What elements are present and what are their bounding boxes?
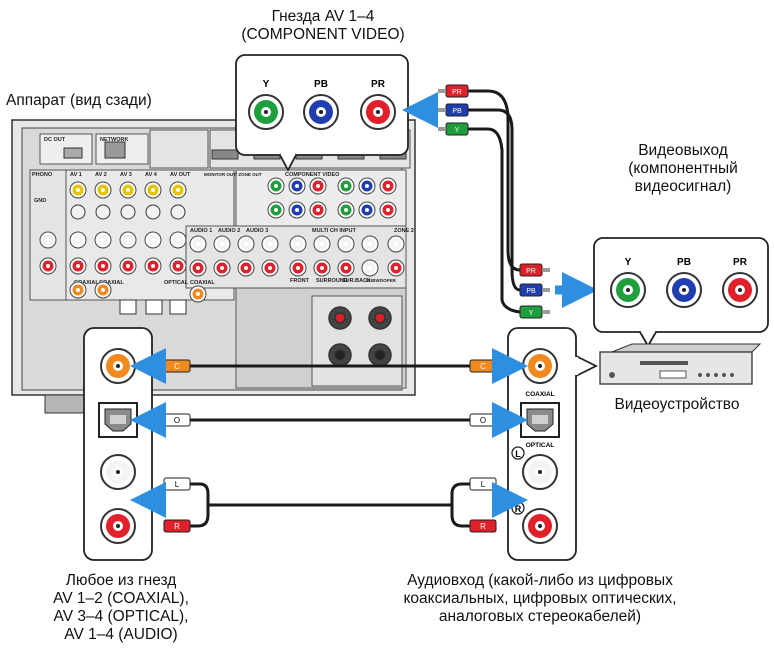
plug-label-o-right: O	[480, 416, 486, 425]
device-coaxial-label: COAXIAL	[525, 391, 554, 398]
plug-label-l-left: L	[175, 480, 180, 489]
panel-label-audio3: AUDIO 3	[246, 228, 268, 234]
caption-unit-audio-line2: AV 1–2 (COAXIAL),	[53, 590, 189, 607]
caption-unit-audio-line4: AV 1–4 (AUDIO)	[64, 626, 178, 643]
component-cable	[468, 89, 521, 314]
panel-label-subwoofer: SUBWOOFER	[366, 278, 396, 283]
device-optical-jack-icon	[520, 402, 560, 438]
panel-label-gnd: GND	[34, 198, 46, 204]
unit-audio-jack-panel	[83, 327, 153, 561]
device-left-label: L	[515, 449, 521, 459]
caption-video-out-line2: (компонентный	[628, 160, 738, 177]
plug-label-c-left: C	[174, 362, 180, 371]
panel-label-multi-ch: MULTI CH INPUT	[312, 228, 357, 234]
caption-video-out: Видеовыход (компонентный видеосигнал)	[598, 142, 768, 196]
optical-cable: O O	[163, 413, 497, 427]
device-audio-jack-panel: COAXIAL OPTICAL L R	[507, 327, 599, 561]
caption-component-jacks: Гнезда AV 1–4 (COMPONENT VIDEO)	[228, 8, 418, 44]
panel-label-av4: AV 4	[145, 172, 158, 178]
panel-label-zone2: ZONE 2	[394, 228, 414, 234]
panel-label-coaxial-1: COAXIAL	[74, 280, 99, 286]
out-y-jack-icon	[610, 272, 646, 308]
plug-label-r-right: R	[480, 522, 486, 531]
panel-label-av-out: AV OUT	[170, 172, 191, 178]
y-jack-icon	[248, 94, 284, 130]
caption-component-jacks-line2: (COMPONENT VIDEO)	[241, 26, 405, 43]
plug-label-pr-device: PR	[526, 268, 536, 275]
panel-label-audio1: AUDIO 1	[190, 228, 212, 234]
unit-optical-jack-icon	[98, 402, 138, 438]
video-out-jack-panel: Y PB PR	[593, 237, 769, 348]
plug-label-pr-top: PR	[452, 89, 462, 96]
plug-label-r-left: R	[174, 522, 180, 531]
caption-audio-in-line1: Аудиовход (какой-либо из цифровых	[407, 572, 673, 589]
out-pr-jack-icon	[722, 272, 758, 308]
out-label-pr: PR	[733, 257, 748, 268]
panel-label-phono: PHONO	[32, 172, 53, 178]
component-plugs-top: PR PB Y	[438, 84, 469, 136]
panel-label-network: NETWORK	[100, 137, 128, 143]
caption-video-device: Видеоустройство	[614, 396, 740, 413]
panel-label-coaxial-3: COAXIAL	[190, 280, 215, 286]
unit-coaxial-jack-icon	[100, 348, 136, 384]
out-label-y: Y	[625, 257, 632, 268]
plug-label-y-device: Y	[529, 310, 534, 317]
caption-component-jacks-line1: Гнезда AV 1–4	[271, 8, 375, 25]
video-device-icon	[599, 343, 762, 385]
caption-audio-in-line2: коаксиальных, цифровых оптических,	[403, 590, 677, 607]
device-audio-r-jack-icon	[522, 508, 558, 544]
av-component-jack-panel: Y PB PR	[235, 54, 409, 172]
component-plugs-device: PR PB Y	[519, 263, 550, 319]
jack-label-y: Y	[263, 79, 270, 90]
jack-label-pr: PR	[371, 79, 386, 90]
caption-video-out-line3: видеосигнал)	[634, 178, 732, 195]
plug-label-pb-device: PB	[526, 288, 536, 295]
device-coaxial-jack-icon	[522, 348, 558, 384]
unit-audio-l-jack-icon	[100, 454, 136, 490]
caption-unit-audio-line1: Любое из гнезд	[65, 572, 177, 589]
panel-label-surround: SURROUND	[316, 278, 348, 284]
plug-label-l-right: L	[481, 480, 486, 489]
out-pb-jack-icon	[666, 272, 702, 308]
panel-label-audio2: AUDIO 2	[218, 228, 240, 234]
panel-label-av3: AV 3	[120, 172, 132, 178]
plug-label-c-right: C	[480, 362, 486, 371]
panel-label-sur-back: SUR.BACK	[342, 278, 371, 284]
caption-audio-in: Аудиовход (какой-либо из цифровых коакси…	[360, 572, 720, 626]
panel-label-front: FRONT	[290, 278, 310, 284]
caption-unit-rear: Аппарат (вид сзади)	[6, 92, 152, 109]
panel-label-monitor-out: MONITOR OUT/ ZONE OUT	[204, 172, 262, 177]
stereo-cable: L R L R	[163, 477, 497, 533]
device-optical-label: OPTICAL	[526, 442, 555, 449]
out-label-pb: PB	[677, 257, 691, 268]
pr-jack-icon	[360, 94, 396, 130]
caption-video-out-line1: Видеовыход	[638, 142, 728, 159]
plug-label-y-top: Y	[455, 127, 460, 134]
panel-label-coaxial-2: COAXIAL	[99, 280, 124, 286]
unit-audio-r-jack-icon	[100, 508, 136, 544]
panel-label-dc-out: DC OUT	[44, 137, 66, 143]
caption-unit-audio-line3: AV 3–4 (OPTICAL),	[53, 608, 189, 625]
panel-label-component-video: COMPONENT VIDEO	[285, 172, 340, 178]
panel-label-av1: AV 1	[70, 172, 82, 178]
panel-label-optical: OPTICAL	[164, 280, 189, 286]
caption-unit-audio-jacks: Любое из гнезд AV 1–2 (COAXIAL), AV 3–4 …	[36, 572, 206, 644]
receiver-rear-panel: DC OUT NETWORK PHONO GND AV 1 AV 2 AV 3 …	[11, 119, 416, 414]
panel-label-av2: AV 2	[95, 172, 107, 178]
caption-audio-in-line3: аналоговых стереокабелей)	[438, 608, 642, 625]
pb-jack-icon	[303, 94, 339, 130]
plug-label-o-left: O	[174, 416, 180, 425]
device-audio-l-jack-icon	[522, 454, 558, 490]
plug-label-pb-top: PB	[452, 108, 462, 115]
coaxial-cable: C C	[163, 359, 497, 373]
device-right-label: R	[515, 504, 522, 514]
jack-label-pb: PB	[314, 79, 328, 90]
